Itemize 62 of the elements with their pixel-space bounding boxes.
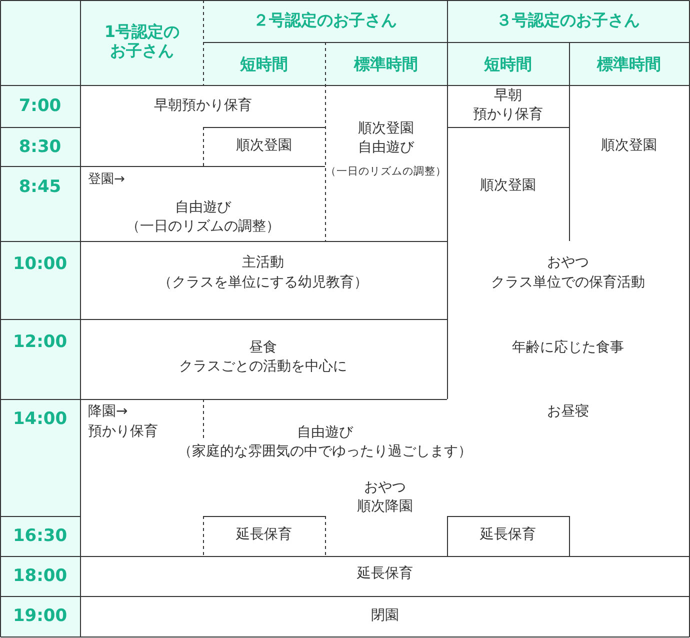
header-cell (203, 0, 447, 42)
cell-text: おやつ (364, 480, 406, 496)
cell-text: おやつ (547, 254, 589, 272)
cell-text: 18:00 (12, 566, 68, 586)
cell-text: 1号認定のお子さん (103, 22, 181, 60)
header-cell (569, 42, 690, 85)
header-cell (325, 42, 447, 85)
cell-text: クラス単位での保育活動 (491, 274, 645, 292)
cell-text: 昼食 (249, 340, 277, 356)
cell-text: ２号認定のお子さん (253, 10, 397, 30)
cell-text: 10:00 (12, 254, 68, 274)
header-cell (80, 0, 203, 85)
cell-text: 預かり保育 (473, 106, 543, 124)
header-cell (447, 42, 569, 85)
cell-text: 7:00 (18, 96, 62, 116)
time-cell (0, 85, 80, 127)
cell-text: 8:30 (18, 136, 62, 158)
cell-text: 延長保育 (236, 526, 292, 544)
cell-text: 標準時間 (597, 54, 661, 74)
cell-text: 12:00 (12, 332, 68, 352)
cell-text: 閉園 (371, 608, 399, 624)
cell-text: 主活動 (242, 254, 284, 272)
cell-text: 標準時間 (354, 54, 418, 74)
cell-text: 8:45 (18, 176, 62, 198)
time-cell (0, 596, 80, 637)
cell-text: 自由遊び (175, 200, 231, 216)
cell-text: 順次登園 (358, 120, 414, 138)
cell-text: お昼寝 (547, 404, 589, 420)
cell-text: 登園→ (88, 172, 125, 188)
cell-text: 短時間 (240, 54, 288, 74)
time-cell (0, 556, 80, 596)
cell-text: （クラスを単位にする幼児教育） (158, 274, 368, 292)
header-cell (447, 0, 690, 42)
cell-text: 自由遊び (358, 140, 414, 156)
cell-text: 順次登園 (236, 138, 292, 154)
cell-text: ３号認定のお子さん (496, 10, 640, 30)
cell-text: クラスごとの活動を中心に (179, 358, 347, 376)
cell-text: 早朝預かり保育 (154, 98, 252, 114)
time-cell (0, 319, 80, 399)
time-cell (0, 516, 80, 556)
header-cell (203, 42, 325, 85)
cell-text: 延長保育 (357, 566, 413, 582)
cell-text: （一日のリズムの調整） (126, 218, 280, 236)
cell-text: 預かり保育 (88, 424, 158, 440)
cell-text: 早朝 (494, 88, 522, 104)
time-cell (0, 241, 80, 319)
cell-text: 16:30 (12, 526, 68, 546)
time-cell (0, 166, 80, 241)
cell-text: 延長保育 (480, 526, 536, 544)
cell-text: 14:00 (12, 408, 68, 430)
cell-text: 短時間 (484, 54, 532, 74)
cell-text: 自由遊び (297, 424, 353, 442)
cell-text: 年齢に応じた食事 (512, 340, 624, 356)
cell-text: 19:00 (12, 606, 68, 626)
cell-text: 順次登園 (601, 138, 657, 154)
cell-text: 順次降園 (357, 498, 413, 516)
cell-text: （一日のリズムの調整） (326, 166, 446, 178)
time-cell (0, 399, 80, 516)
cell-text: （家庭的な雰囲気の中でゆったり過ごします） (178, 444, 472, 460)
cell-text: 順次登園 (480, 178, 536, 194)
cell-text: 降園→ (88, 404, 128, 420)
time-cell (0, 127, 80, 166)
